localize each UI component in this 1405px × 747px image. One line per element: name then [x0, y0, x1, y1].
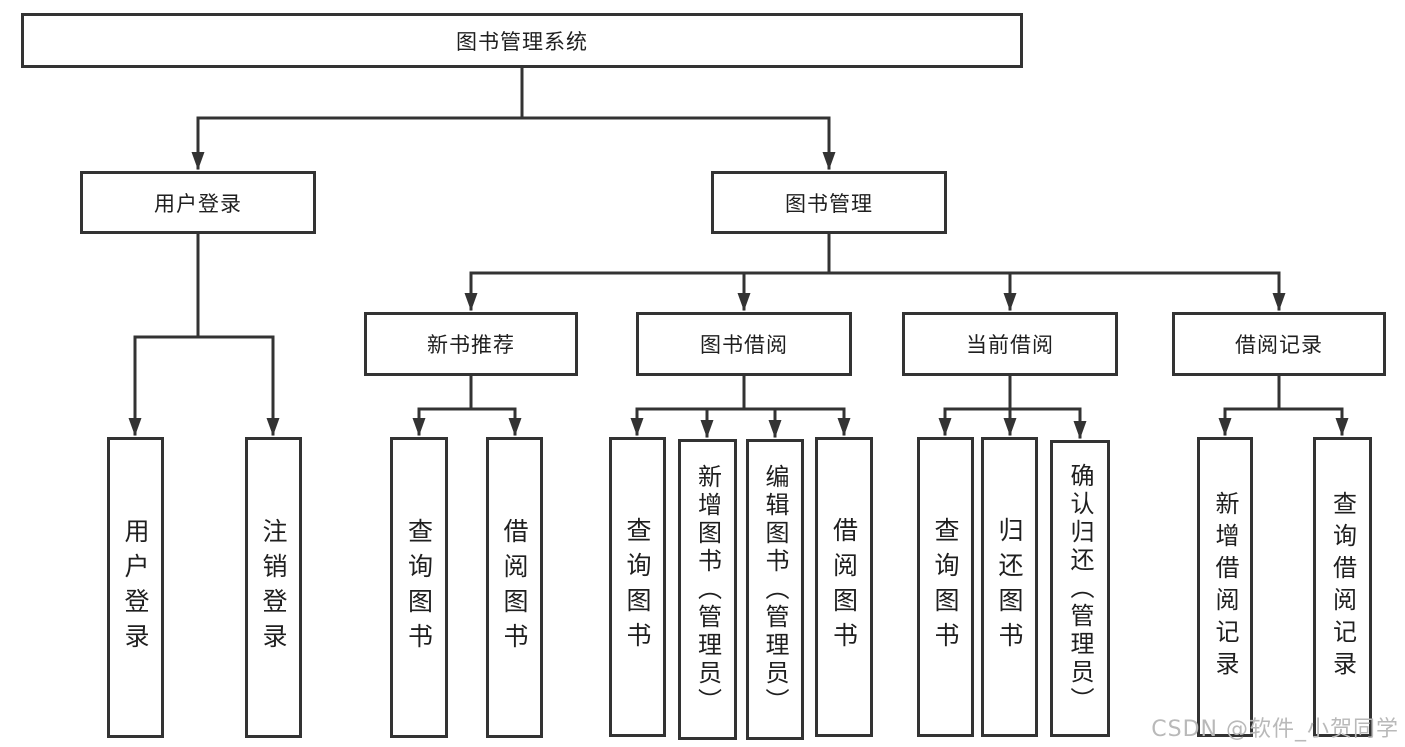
- node-book-borrowing: 图书借阅: [636, 312, 852, 376]
- node-label: 确认归还（管理员）: [1066, 462, 1094, 715]
- node-leaf-bb-edit-books-admin: 编辑图书（管理员）: [746, 439, 804, 740]
- node-label: 查询图书: [623, 517, 652, 657]
- node-label: 查询图书: [931, 517, 960, 657]
- node-label: 借阅图书: [829, 517, 859, 657]
- node-label: 当前借阅: [966, 333, 1054, 357]
- csdn-watermark: CSDN @软件_小贺同学: [1151, 717, 1399, 742]
- node-label: 借阅图书: [500, 517, 529, 658]
- node-leaf-bb-add-books-admin: 新增图书（管理员）: [678, 439, 737, 740]
- node-root: 图书管理系统: [21, 13, 1023, 68]
- node-label: 用户登录: [154, 191, 242, 216]
- node-label: 图书借阅: [700, 333, 788, 357]
- node-leaf-logout: 注销登录: [245, 437, 302, 738]
- node-leaf-cb-confirm-return-admin: 确认归还（管理员）: [1050, 440, 1110, 737]
- node-new-book-recommend: 新书推荐: [364, 312, 578, 376]
- node-label: 编辑图书（管理员）: [761, 463, 789, 716]
- node-label: 用户登录: [121, 517, 150, 658]
- node-label: 图书管理: [785, 191, 873, 216]
- node-label: 查询图书: [404, 517, 434, 658]
- node-label: 新增图书（管理员）: [693, 463, 722, 716]
- node-label: 借阅记录: [1235, 333, 1323, 357]
- node-leaf-bb-query-books: 查询图书: [609, 437, 666, 737]
- node-leaf-cb-query-books: 查询图书: [917, 437, 974, 737]
- node-current-borrowing: 当前借阅: [902, 312, 1118, 376]
- node-leaf-cb-return-books: 归还图书: [981, 437, 1038, 737]
- node-leaf-bb-borrow-books: 借阅图书: [815, 437, 873, 737]
- node-leaf-br-add-record: 新增借阅记录: [1197, 437, 1253, 737]
- node-label: 图书管理系统: [456, 29, 588, 54]
- node-book-management: 图书管理: [711, 171, 947, 234]
- node-leaf-nb-borrow-books: 借阅图书: [486, 437, 543, 738]
- node-label: 归还图书: [995, 517, 1024, 657]
- node-label: 新书推荐: [427, 333, 515, 357]
- node-label: 查询借阅记录: [1328, 491, 1357, 683]
- node-borrowing-records: 借阅记录: [1172, 312, 1386, 376]
- node-label: 注销登录: [259, 517, 288, 658]
- node-user-login-branch: 用户登录: [80, 171, 316, 234]
- node-leaf-br-query-record: 查询借阅记录: [1313, 437, 1372, 737]
- node-leaf-nb-query-books: 查询图书: [390, 437, 448, 738]
- node-label: 新增借阅记录: [1211, 491, 1239, 683]
- node-leaf-user-login: 用户登录: [107, 437, 164, 738]
